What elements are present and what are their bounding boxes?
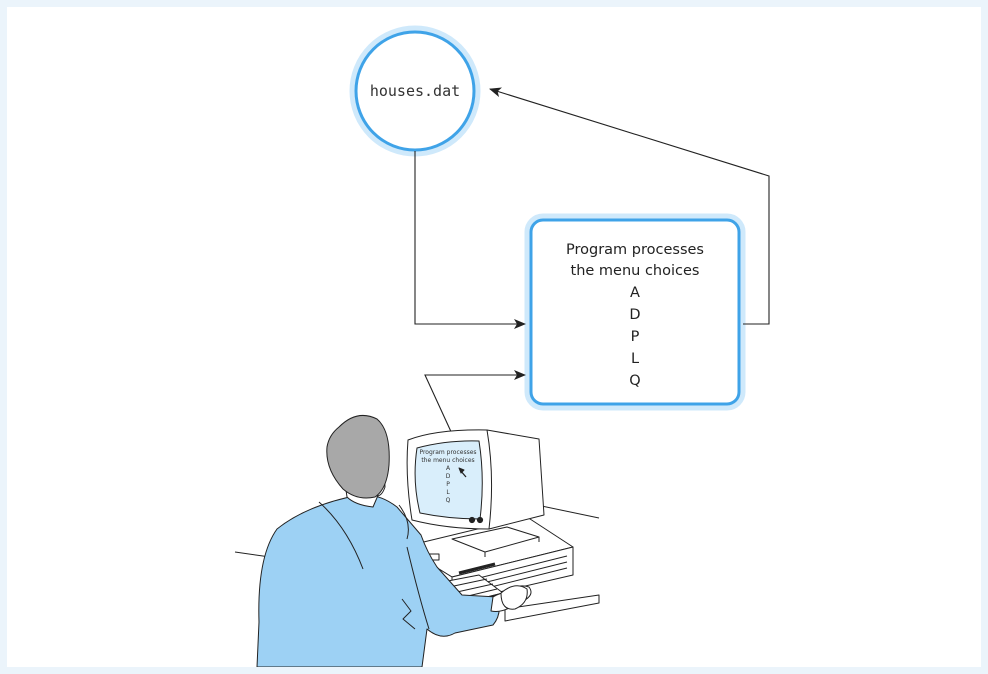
screen-line1: Program processes (419, 449, 476, 456)
process-node: Program processes the menu choices A D P… (524, 213, 746, 411)
diagram-canvas: houses.dat Program processes the menu ch… (7, 7, 981, 667)
computer-to-process-arrow (424, 370, 526, 437)
screen-line2: the menu choices (421, 457, 474, 464)
user-at-computer-illustration: Program processes the menu choices A D P… (234, 414, 600, 667)
screen-choice: Q (446, 497, 451, 504)
screen-choice: D (446, 473, 451, 480)
menu-choice: Q (629, 373, 640, 389)
connectors (414, 87, 770, 437)
screen-choice: L (446, 489, 450, 496)
screen-choice: P (446, 481, 450, 488)
process-title-line2: the menu choices (571, 263, 700, 279)
menu-choice: L (631, 351, 639, 367)
monitor (406, 429, 545, 530)
process-title-line1: Program processes (566, 242, 704, 258)
data-flow-diagram: houses.dat Program processes the menu ch… (234, 25, 770, 667)
menu-choice: D (629, 307, 640, 323)
menu-choice: P (631, 329, 640, 345)
desk (504, 594, 600, 622)
cursor-icon (458, 467, 465, 474)
person (256, 414, 528, 667)
file-to-process-arrow (414, 151, 526, 329)
process-to-file-arrow (489, 87, 770, 325)
file-node: houses.dat (349, 25, 481, 157)
file-label: houses.dat (370, 82, 460, 100)
screen-choice: A (446, 465, 451, 472)
menu-choice: A (630, 285, 640, 301)
